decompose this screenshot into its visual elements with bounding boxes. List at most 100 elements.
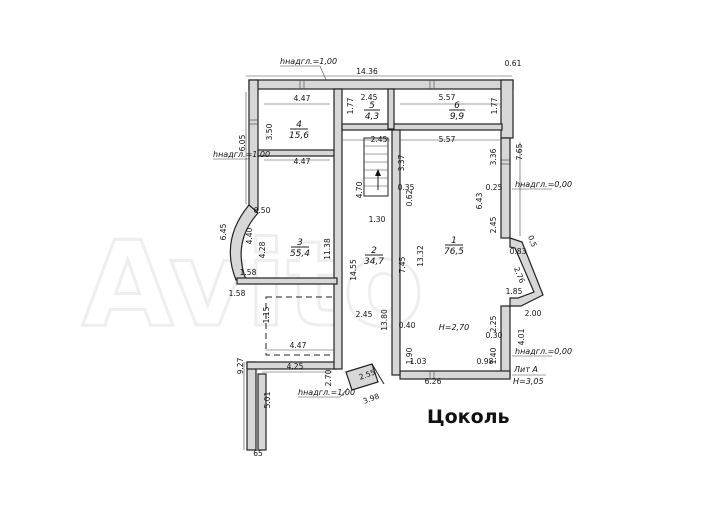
dim-r1-765: 7.65 — [515, 143, 524, 160]
floor-name: Цоколь — [427, 406, 510, 428]
dim-top-right: 0.61 — [505, 59, 522, 68]
dim-r3-428: 4.28 — [258, 241, 267, 258]
dimension-texts: 14.36 0.61 4.47 3.50 4.47 2.45 1.77 5.57… — [219, 59, 542, 458]
dim-r1-040: 0.40 — [399, 321, 416, 330]
wall-bottom-left — [246, 361, 257, 451]
dim-bay-05: 0,5 — [526, 234, 539, 249]
wall-right-low — [500, 305, 511, 379]
dim-r2-745: 7.45 — [398, 256, 407, 273]
dim-r1-062: 0.62 — [405, 189, 414, 206]
sub-area-dashed — [265, 296, 335, 356]
dim-r3-440: 4.40 — [245, 227, 254, 244]
wall-r3-r2 — [333, 88, 343, 370]
dim-r1-mid: 6.43 — [475, 192, 484, 209]
dim-r2-470: 4.70 — [355, 181, 364, 198]
ground-mark-right-lower: hнадгл.=0,00 — [515, 347, 572, 356]
dim-sub-501: 5.01 — [263, 391, 272, 408]
ground-mark-top: hнадгл.=1,00 — [280, 57, 337, 66]
dim-r1-103: 1.03 — [410, 357, 427, 366]
wall-left-upper — [248, 79, 259, 211]
dim-sub-398: 3.98 — [362, 391, 381, 405]
dim-r1-030: 0.30 — [486, 331, 503, 340]
room-3-area: 55,4 — [290, 249, 310, 259]
dim-sub-425: 4.25 — [287, 362, 304, 371]
wall-r3-sub — [236, 277, 338, 285]
window-marks — [249, 80, 510, 379]
dim-bay-083: 0.83 — [510, 247, 527, 256]
wall-right-top — [500, 79, 514, 139]
dim-r2-1332: 13.32 — [416, 245, 425, 267]
dim-r3-050: 0.50 — [254, 206, 271, 215]
outer-walls — [246, 79, 514, 451]
dim-stair-w: 2.45 — [371, 135, 388, 144]
room-3-num: 3 — [297, 238, 303, 248]
dim-bay-200: 2.00 — [525, 309, 542, 318]
dim-r2-245: 2.45 — [356, 310, 373, 319]
dim-r1-140: 1.40 — [489, 347, 498, 364]
room-4-num: 4 — [296, 120, 302, 130]
dim-left-605: 6.05 — [238, 134, 247, 151]
dim-r3-1138: 11.38 — [323, 238, 332, 260]
dim-r4-w: 4.47 — [294, 94, 311, 103]
room-5-num: 5 — [369, 101, 375, 111]
dim-r1-098: 0.98 — [477, 357, 494, 366]
wall-r2-r1 — [391, 129, 401, 376]
room-1-num: 1 — [451, 236, 457, 246]
dim-r4-wb: 4.47 — [294, 157, 311, 166]
ground-mark-left: hнадгл.=1,00 — [213, 150, 270, 159]
room-2-num: 2 — [371, 246, 377, 256]
room-labels: 4 15,6 5 4,3 6 9,9 3 55,4 2 34,7 1 76,5 … — [289, 101, 469, 332]
dim-r3-158: 1.58 — [240, 268, 257, 277]
wall-right-mid — [500, 137, 511, 239]
wall-sub-inner — [257, 373, 267, 451]
room-6-area: 9,9 — [450, 112, 465, 122]
dimension-lines — [243, 75, 521, 450]
dim-sub-447: 4.47 — [290, 341, 307, 350]
dim-r5-w: 2.45 — [361, 93, 378, 102]
dim-r1-336: 3.36 — [489, 148, 498, 165]
wall-r56-bottom — [341, 123, 503, 131]
ground-level-marks: hнадгл.=1,00 hнадгл.=1,00 hнадгл.=0,00 h… — [213, 57, 572, 398]
dim-r2-1380: 13.80 — [380, 309, 389, 331]
dim-r3-1455: 14.55 — [349, 259, 358, 281]
dim-r1-190: 1.90 — [405, 347, 414, 364]
dim-r1-401: 4.01 — [517, 328, 526, 345]
ground-mark-right-upper: hнадгл.=0,00 — [515, 180, 572, 189]
dim-r1-lh: 3.37 — [397, 154, 406, 171]
wall-r5-r6 — [387, 88, 395, 130]
dim-left-645: 6.45 — [219, 223, 228, 240]
dim-r4-h: 3.50 — [265, 123, 274, 140]
dim-sub-115: 1.15 — [262, 306, 271, 323]
dim-r2-130: 1.30 — [369, 215, 386, 224]
dim-r1-626: 6.26 — [425, 377, 442, 386]
dim-r6-w: 5.57 — [439, 93, 456, 102]
dim-r1-wtop: 5.57 — [439, 135, 456, 144]
dim-r3-158b: 1.58 — [229, 289, 246, 298]
wall-right-bay — [509, 237, 544, 307]
room-height: H=2,70 — [439, 323, 470, 332]
stair-outline — [363, 137, 389, 197]
dim-r1-035: 0.35 — [398, 183, 415, 192]
wall-bottom-r1 — [399, 370, 511, 380]
room-5-area: 4,3 — [365, 112, 380, 122]
dim-r1-025: 0.25 — [486, 183, 503, 192]
wall-top — [248, 79, 514, 90]
dim-bay-185: 1.85 — [506, 287, 523, 296]
dim-r6-h: 1.77 — [490, 97, 499, 114]
dim-sub-270: 2.70 — [324, 369, 333, 386]
entrance-landing — [345, 363, 379, 391]
dim-top-total: 14.36 — [356, 67, 378, 76]
dim-sub-927: 9.27 — [236, 357, 245, 374]
dim-r1-245: 2.45 — [489, 216, 498, 233]
liter-label: Лит А — [513, 365, 538, 374]
room-2-area: 34,7 — [364, 257, 384, 267]
ground-mark-bottom: hнадгл.=1,00 — [298, 388, 355, 397]
room-1-area: 76,5 — [444, 247, 464, 257]
room-4-area: 15,6 — [289, 131, 309, 141]
interior-walls — [236, 88, 503, 376]
dim-r1-225: 2.25 — [489, 315, 498, 332]
dim-bottom-65: 65 — [253, 449, 263, 458]
room-6-num: 6 — [454, 101, 460, 111]
